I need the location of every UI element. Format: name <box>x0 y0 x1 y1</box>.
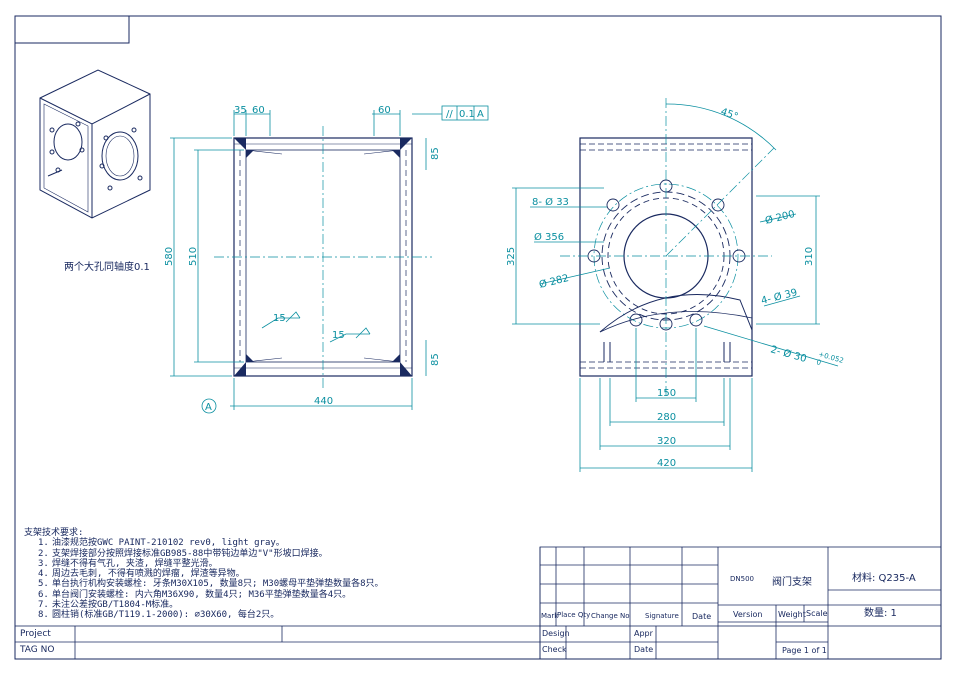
tech-item: 3.焊缝不得有气孔, 夹渣, 焊缝平整光滑。 <box>38 558 218 569</box>
material: 材料: Q235-A <box>852 573 916 584</box>
tech-item: 5.单台执行机构安装螺栓: 牙条M30X105, 数量8只; M30螺母平垫弹垫… <box>38 579 384 590</box>
side-view <box>512 98 839 472</box>
tol-datum: A <box>477 109 484 120</box>
dim-60a: 60 <box>252 105 265 116</box>
dim-pin-tol-lower: 0 <box>815 358 822 367</box>
appr-label: Appr <box>634 629 653 638</box>
check-label: Check <box>542 645 567 654</box>
tech-item: 4.周边去毛刺, 不得有喷溅的焊瘤, 焊渣等异物。 <box>38 569 245 580</box>
dim-bolt8: 8- Ø 33 <box>532 196 569 208</box>
size-value: DN500 <box>730 575 754 583</box>
weight-label: Weight <box>778 610 806 619</box>
scale-label: Scale <box>806 609 828 618</box>
tol-value: 0.1 <box>459 109 475 120</box>
dim-pin: 2- Ø 30 <box>769 343 808 365</box>
weld-15b: 15 <box>332 330 345 341</box>
tech-item: 6.单台阀门安装螺栓: 内六角M36X90, 数量4只; M36平垫弹垫数量各4… <box>38 589 352 600</box>
dim-pin-tol-upper: +0.052 <box>817 350 844 365</box>
dim-420: 420 <box>657 458 676 469</box>
tol-symbol: // <box>446 109 453 120</box>
dim-310: 310 <box>804 247 815 266</box>
dim-320: 320 <box>657 436 676 447</box>
tag-label: TAG NO <box>20 645 55 655</box>
datum-a: A <box>205 402 212 413</box>
weld-15a: 15 <box>273 313 286 324</box>
top-left-box <box>14 15 130 44</box>
part-name: 阀门支架 <box>772 577 812 588</box>
technical-requirements: 支架技术要求: 1.油漆规范按GWC PAINT-210102 rev0, li… <box>24 528 384 621</box>
tech-item: 2.支架焊接部分按照焊接标准GB985-88中带钝边单边"V"形坡口焊接。 <box>38 548 328 559</box>
dim-325: 325 <box>506 247 517 266</box>
dim-angle: 45° <box>719 106 739 122</box>
design-label: Design <box>542 629 570 638</box>
tech-item: 1.油漆规范按GWC PAINT-210102 rev0, light gray… <box>38 538 285 549</box>
change-no-label: Change No <box>591 612 630 620</box>
tech-heading: 支架技术要求: <box>24 528 84 538</box>
dim-85b: 85 <box>430 353 441 366</box>
dim-150: 150 <box>657 388 676 399</box>
title-block <box>14 546 942 660</box>
dim-200: Ø 200 <box>764 208 796 227</box>
project-label: Project <box>20 629 51 639</box>
dim-85a: 85 <box>430 147 441 160</box>
dim-280: 280 <box>657 412 676 423</box>
quantity: 数量: 1 <box>864 608 897 619</box>
tech-item: 7.未注公差按GB/T1804-M标准。 <box>38 600 179 611</box>
dim-282: Ø 282 <box>538 272 570 291</box>
dim-35: 35 <box>234 105 247 116</box>
version-label: Version <box>733 610 763 619</box>
isometric-view <box>39 69 151 219</box>
tech-item: 8.圆柱销(标准GB/T119.1-2000): ⌀30X60, 每台2只。 <box>38 610 280 621</box>
dim-440: 440 <box>314 396 333 407</box>
page-number: Page 1 of 1 <box>782 646 827 655</box>
front-view <box>170 105 489 414</box>
dim-bolt4: 4- Ø 39 <box>760 286 799 307</box>
coaxiality-note: 两个大孔同轴度0.1 <box>64 262 150 273</box>
signature-label: Signature <box>645 612 679 620</box>
mark-label: Mark <box>541 612 559 620</box>
dim-580: 580 <box>164 247 175 266</box>
place-qty-label: Place Qty <box>557 611 591 619</box>
date2-label: Date <box>634 645 654 654</box>
dim-510: 510 <box>188 247 199 266</box>
date-label: Date <box>692 612 712 621</box>
dim-356: Ø 356 <box>534 231 564 243</box>
dim-60b: 60 <box>378 105 391 116</box>
